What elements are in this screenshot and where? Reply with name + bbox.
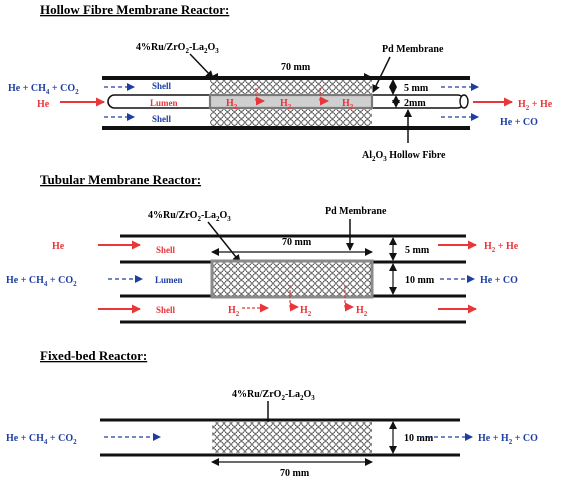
hollow-shell-top-label: Shell (152, 81, 172, 91)
tubular-feed-label: He + CH4 + CO2 (6, 275, 77, 288)
hollow-sweep-label: He (37, 99, 50, 110)
hollow-membrane-label: Pd Membrane (382, 44, 444, 55)
hollow-length-label: 70 mm (281, 62, 311, 73)
tubular-catalyst-label: 4%Ru/ZrO2-La2O3 (148, 210, 231, 223)
hollow-h2-permeation-2 (319, 88, 329, 106)
hollow-fibre-title: Hollow Fibre Membrane Reactor: (40, 2, 229, 17)
fixed-height-label: 10 mm (404, 433, 434, 444)
hollow-lumen-label: Lumen (150, 98, 178, 108)
hollow-h2-label-3: H2 (342, 98, 354, 111)
fixed-catalyst-bed (212, 422, 372, 453)
tubular-lumen-out-label: He + CO (480, 275, 518, 286)
tubular-height-label: 10 mm (405, 275, 435, 286)
tubular-catalyst-pointer (207, 221, 241, 263)
hollow-fibre-end (459, 94, 469, 109)
fixed-out-label: He + H2 + CO (478, 433, 538, 446)
fixed-bed-title: Fixed-bed Reactor: (40, 348, 147, 363)
tubular-catalyst-bed (210, 259, 374, 299)
tubular-h2-label-2: H2 (300, 305, 312, 318)
tubular-h2-permeation-2 (344, 285, 354, 312)
hollow-diameter-label: 2mm (404, 98, 426, 109)
tubular-h2-label-3: H2 (356, 305, 368, 318)
hollow-shell-bottom-label: Shell (152, 114, 172, 124)
tubular-lumen-label: Lumen (155, 275, 183, 285)
tubular-shell-out-label: H2 + He (484, 241, 519, 254)
hollow-membrane-pointer (372, 56, 391, 93)
tubular-h2-label-1: H2 (228, 305, 240, 318)
tubular-h2-permeation-1 (289, 285, 299, 312)
hollow-feed-label: He + CH4 + CO2 (8, 83, 79, 96)
fixed-catalyst-label: 4%Ru/ZrO2-La2O3 (232, 389, 315, 402)
fixed-feed-label: He + CH4 + CO2 (6, 433, 77, 446)
tubular-title: Tubular Membrane Reactor: (40, 172, 201, 187)
tubular-shell-top-label: Shell (156, 245, 176, 255)
hollow-lumen-out-label: H2 + He (518, 99, 553, 112)
hollow-catalyst-label: 4%Ru/ZrO2-La2O3 (136, 42, 219, 55)
hollow-fibre-label: Al2O3 Hollow Fibre (362, 150, 446, 163)
hollow-h2-label-2: H2 (280, 98, 292, 111)
tubular-shell-bottom-label: Shell (156, 305, 176, 315)
fixed-length-label: 70 mm (280, 468, 310, 479)
tubular-gap-label: 5 mm (405, 245, 430, 256)
tubular-sweep-label: He (52, 241, 65, 252)
hollow-h2-permeation-1 (255, 88, 265, 106)
hollow-h2-label-1: H2 (226, 98, 238, 111)
hollow-shell-out-label: He + CO (500, 117, 538, 128)
hollow-catalyst-pointer (189, 53, 214, 79)
tubular-length-label: 70 mm (282, 237, 312, 248)
hollow-gap-label: 5 mm (404, 83, 429, 94)
hollow-pd-membrane-section (208, 93, 374, 110)
tubular-membrane-label: Pd Membrane (325, 206, 387, 217)
